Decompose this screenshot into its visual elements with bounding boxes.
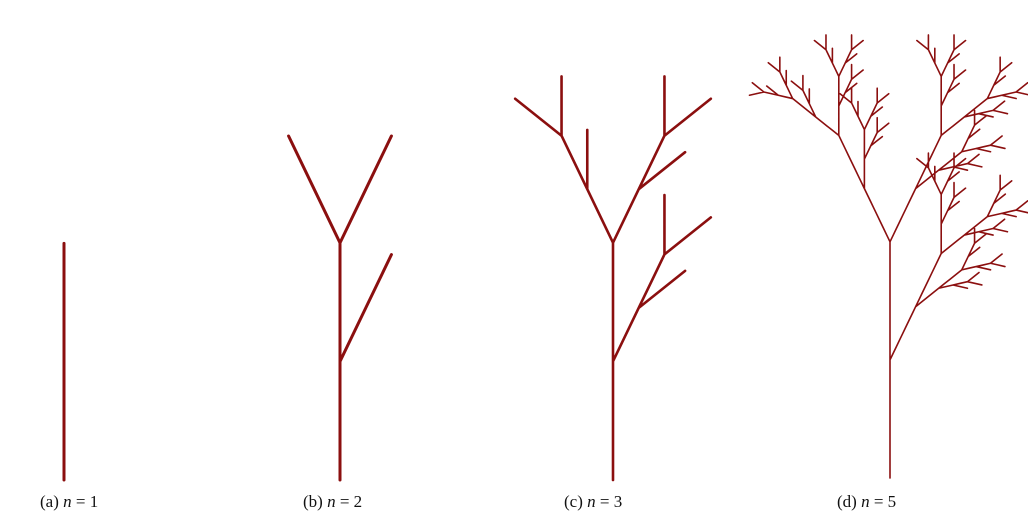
caption-b-variable: n xyxy=(327,492,336,511)
caption-c-tag: (c) xyxy=(564,492,583,511)
caption-d: (d) n = 5 xyxy=(837,492,896,512)
caption-c-value: 3 xyxy=(613,492,623,511)
caption-d-variable: n xyxy=(861,492,870,511)
caption-b-tag: (b) xyxy=(303,492,323,511)
plant-branch-path xyxy=(287,134,393,482)
panel-b: (b) n = 2 xyxy=(257,0,514,518)
plant-branches xyxy=(748,34,1028,479)
caption-b-value: 2 xyxy=(353,492,363,511)
caption-a-variable: n xyxy=(63,492,72,511)
plant-branch-path xyxy=(513,75,713,482)
panel-a: (a) n = 1 xyxy=(0,0,257,518)
plant-branches xyxy=(287,134,393,482)
caption-c-equals: = xyxy=(595,492,614,511)
caption-d-value: 5 xyxy=(887,492,897,511)
caption-b: (b) n = 2 xyxy=(303,492,362,512)
plant-branches xyxy=(513,75,713,482)
plant-drawing-d xyxy=(748,34,1028,479)
caption-b-equals: = xyxy=(335,492,354,511)
panel-c: (c) n = 3 xyxy=(513,0,771,518)
caption-c: (c) n = 3 xyxy=(564,492,622,512)
caption-c-variable: n xyxy=(587,492,596,511)
plant-drawing-b xyxy=(287,134,393,482)
caption-a: (a) n = 1 xyxy=(40,492,98,512)
plant-drawing-a xyxy=(62,241,66,482)
plant-branch-path xyxy=(748,34,1028,479)
caption-a-value: 1 xyxy=(89,492,99,511)
plant-drawing-c xyxy=(513,75,713,482)
panel-d: (d) n = 5 xyxy=(748,0,1028,518)
caption-d-tag: (d) xyxy=(837,492,857,511)
caption-a-equals: = xyxy=(71,492,90,511)
caption-a-tag: (a) xyxy=(40,492,59,511)
caption-d-equals: = xyxy=(869,492,888,511)
